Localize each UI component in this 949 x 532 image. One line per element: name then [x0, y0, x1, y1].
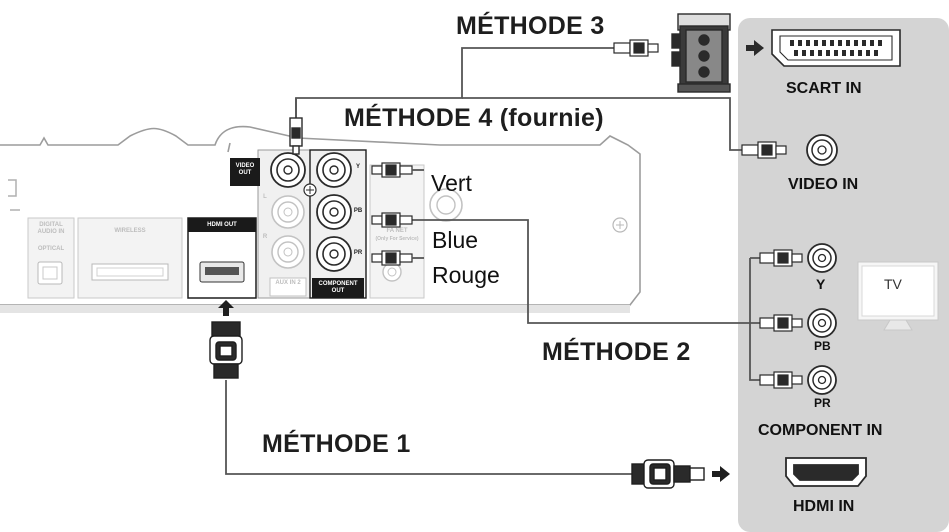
- method-3-label: MÉTHODE 3: [456, 12, 605, 40]
- fan-net-label: FA NET: [386, 228, 408, 234]
- scart-adapter: [671, 13, 731, 93]
- scart-in-label: SCART IN: [786, 80, 862, 97]
- component-out-label-bg: [312, 278, 364, 298]
- player-body: [0, 125, 641, 306]
- component-in-jacks: [807, 243, 837, 395]
- aux-r-label: R: [262, 234, 268, 240]
- method-4-label: MÉTHODE 4 (fournie): [344, 104, 604, 132]
- blue-label: Blue: [432, 227, 479, 253]
- component-y-label: Y: [816, 276, 826, 292]
- component-pb-label: PB: [814, 339, 831, 353]
- video-in-label: VIDEO IN: [788, 176, 859, 193]
- aux-l-label: L: [263, 194, 267, 200]
- aux-l-jack: [271, 195, 305, 229]
- hdmi-tv-plug: [631, 459, 705, 489]
- jack-pb-label: PB: [353, 208, 363, 214]
- aux-r-jack: [271, 235, 305, 269]
- method3-plug: [613, 39, 659, 57]
- wireless-box: [77, 217, 183, 299]
- optical-jack: [37, 261, 63, 285]
- scart-port: [771, 29, 901, 67]
- hdmi-up-arrow: [218, 300, 234, 316]
- wireless-label: WIRELESS: [114, 228, 146, 234]
- video-in-jack: [806, 134, 838, 166]
- component-in-plugs: [759, 249, 803, 389]
- optical-label: OPTICAL: [37, 246, 65, 252]
- method-1-label: MÉTHODE 1: [262, 430, 411, 458]
- video-out-label: VIDEO OUT: [235, 163, 255, 176]
- player-foot: [0, 305, 630, 313]
- video-out-label-bg: [230, 158, 260, 186]
- hdmi-right-arrow: [712, 466, 730, 482]
- digital-audio-box: [27, 217, 75, 299]
- scart-arrow: [746, 40, 764, 56]
- tv-icon: [857, 261, 939, 331]
- component-in-label: COMPONENT IN: [758, 422, 883, 439]
- hdmi-out-label: HDMI OUT: [207, 222, 237, 228]
- green-label: Vert: [431, 170, 472, 196]
- hdmi-player-plug: [209, 321, 243, 379]
- red-label: Rouge: [432, 262, 500, 288]
- jack-pr-label: PR: [353, 250, 363, 256]
- component-pr-label: PR: [814, 396, 831, 410]
- tv-panel: [738, 18, 949, 532]
- method-2-label: MÉTHODE 2: [542, 338, 691, 366]
- digital-audio-in-label: DIGITAL AUDIO IN: [37, 222, 65, 235]
- video-plug-top: [289, 117, 303, 155]
- component-player-plugs: [371, 162, 413, 266]
- wireless-slot: [91, 263, 169, 281]
- aux-in-label: AUX IN 2: [275, 280, 301, 286]
- component-out-label: COMPONENT OUT: [318, 281, 358, 294]
- video-in-plug: [741, 141, 787, 159]
- tv-label: TV: [884, 276, 902, 292]
- hdmi-in-label: HDMI IN: [793, 498, 855, 515]
- hdmi-out-label-bg: [188, 218, 256, 232]
- fan-net-note: (Only For Service): [375, 236, 419, 242]
- hdmi-in-port: [785, 457, 867, 487]
- cables: [225, 47, 770, 475]
- jack-y-label: Y: [355, 164, 360, 170]
